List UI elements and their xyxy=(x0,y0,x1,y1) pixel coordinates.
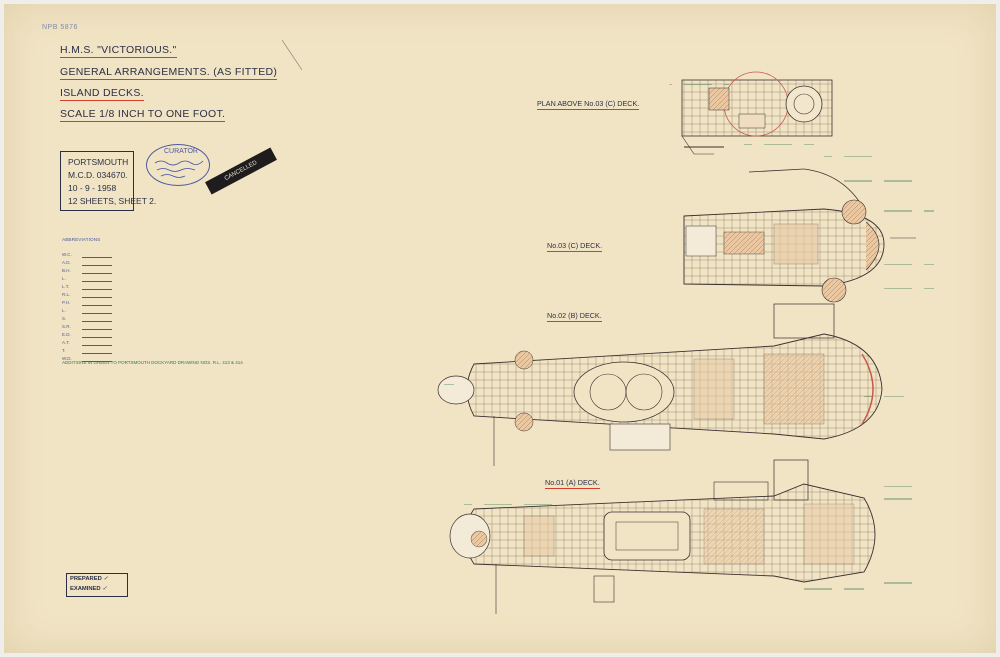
deck-02-label: No.02 (B) DECK. xyxy=(547,311,602,322)
curator-stamp-title: CURATOR xyxy=(164,148,198,155)
deck-01-drawing xyxy=(449,459,924,614)
curator-stamp: CURATOR xyxy=(146,144,210,186)
prepared-label: PREPARED ✓ xyxy=(70,576,109,582)
list-item: E.D.. xyxy=(62,332,112,338)
island-decks-title: ISLAND DECKS. xyxy=(60,87,144,101)
deck-plans-drawing xyxy=(281,39,934,614)
list-item: S.R.. xyxy=(62,324,112,330)
sheet-reference-number: NPB 5876 xyxy=(42,24,78,31)
list-item: W.C.. xyxy=(62,252,112,258)
list-item: W.D.. xyxy=(62,356,112,362)
stamp-line-reference: M.C.D. 034670. xyxy=(68,170,128,180)
list-item: L.. xyxy=(62,276,112,282)
scale-title: SCALE 1/8 INCH TO ONE FOOT. xyxy=(60,108,226,122)
deck-03-drawing xyxy=(659,154,934,303)
additions-note: ADDITIONS IN GREEN TO PORTSMOUTH DOCKYAR… xyxy=(62,360,243,365)
list-item: S.. xyxy=(62,316,112,322)
deck-01-label: No.01 (A) DECK. xyxy=(545,478,600,489)
examined-label: EXAMINED ✓ xyxy=(70,586,108,592)
list-item: A.T.. xyxy=(62,340,112,346)
stamp-line-date: 10 - 9 - 1958 xyxy=(68,183,117,193)
plan-above-03-deck-label: PLAN ABOVE No.03 (C) DECK. xyxy=(537,99,640,110)
curator-signature xyxy=(154,160,204,178)
list-item: R.L.. xyxy=(62,292,112,298)
pencil-mark xyxy=(281,39,303,71)
deck-03-label: No.03 (C) DECK. xyxy=(547,241,603,252)
prepared-examined-box: PREPARED ✓ EXAMINED ✓ xyxy=(66,573,128,597)
portsmouth-stamp: PORTSMOUTH M.C.D. 034670. 10 - 9 - 1958 … xyxy=(60,151,156,211)
ship-name-title: H.M.S. "VICTORIOUS." xyxy=(60,44,177,58)
plan-above-03-deck-drawing xyxy=(669,71,833,155)
abbreviations-title: ABBREVIATIONS xyxy=(62,238,101,243)
list-item: L.. xyxy=(62,308,112,314)
list-item: A.D.. xyxy=(62,260,112,266)
general-arrangements-title: GENERAL ARRANGEMENTS. (AS FITTED) xyxy=(60,66,278,80)
drawing-sheet: NPB 5876 H.M.S. "VICTORIOUS." GENERAL AR… xyxy=(4,4,996,653)
list-item: T.. xyxy=(62,348,112,354)
stamp-line-sheets: 12 SHEETS, SHEET 2. xyxy=(68,196,157,206)
deck-02-drawing xyxy=(434,303,904,466)
list-item: P.H.. xyxy=(62,300,112,306)
list-item: L.T.. xyxy=(62,284,112,290)
list-item: B.H.. xyxy=(62,268,112,274)
stamp-line-location: PORTSMOUTH xyxy=(68,157,129,167)
